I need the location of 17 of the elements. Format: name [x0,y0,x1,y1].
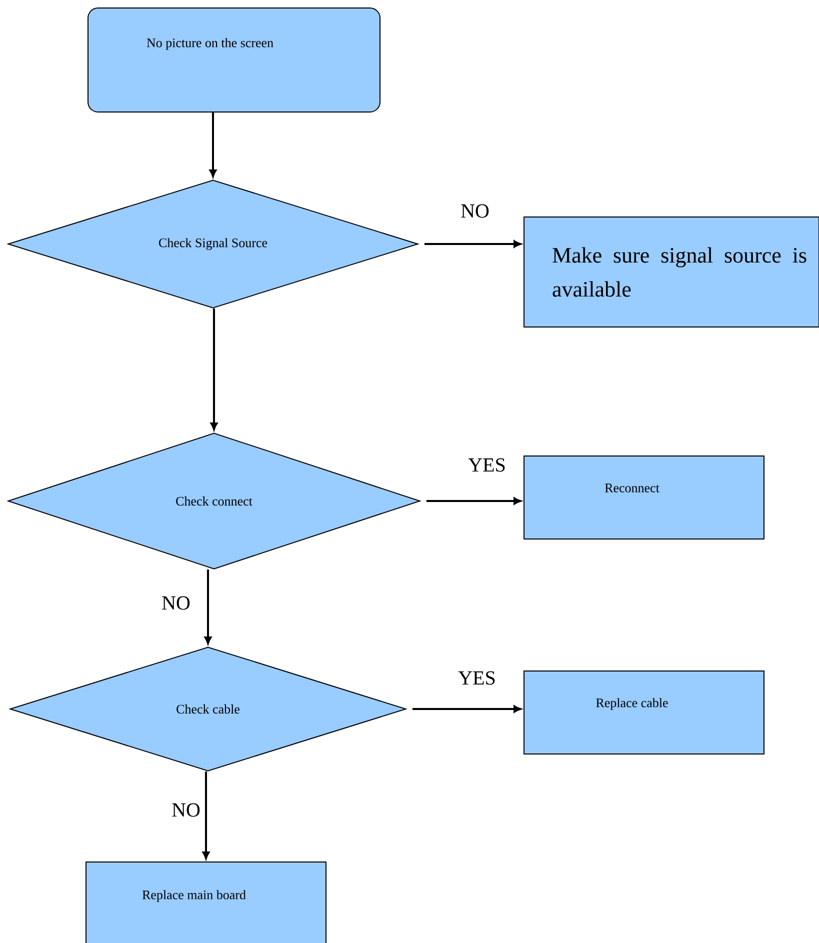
arrow [412,705,522,713]
process-box: Replace cable [524,670,764,754]
edge-label: NO [461,204,489,218]
arrow [210,308,218,430]
edge-label: YES [458,671,495,685]
process-box: Reconnect [524,456,764,540]
arrow [424,240,522,248]
arrow [209,112,217,178]
arrow [426,497,522,505]
edge-label: NO [172,803,200,817]
process-box: Make sure signal source is available [524,216,819,328]
arrow [204,570,212,644]
edge-label: YES [468,458,505,472]
start-box: No picture on the screen [88,8,380,112]
edge-label: NO [162,596,190,610]
arrow [202,772,210,860]
process-box: Replace main board [86,862,326,943]
